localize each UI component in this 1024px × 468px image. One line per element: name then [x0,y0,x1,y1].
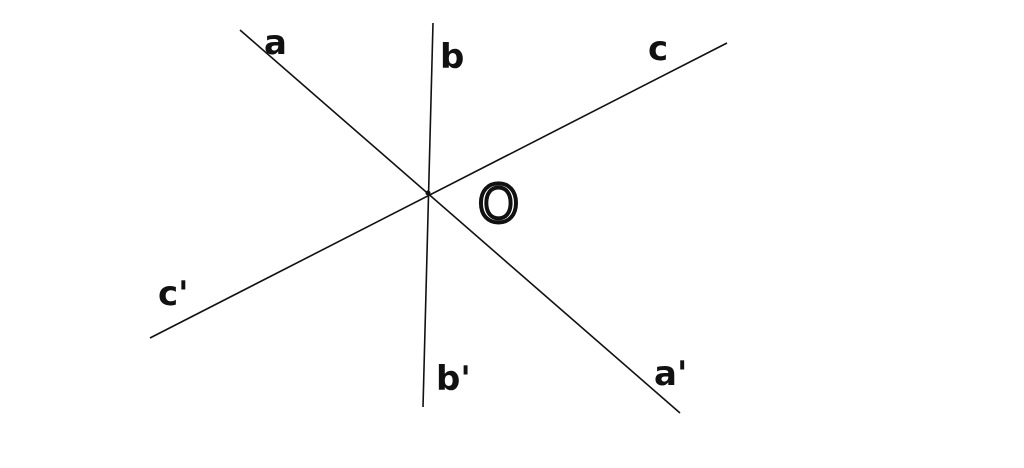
label-a: a [264,23,287,63]
label-point-o: O [478,175,519,235]
label-c: c [648,29,668,69]
label-c-prime: c' [158,274,189,314]
label-b-prime: b' [436,359,471,399]
line-b [422,22,434,408]
label-a-prime: a' [654,354,687,394]
label-b: b [440,37,464,77]
intersection-point [425,190,431,196]
line-a [239,29,681,414]
line-c [149,42,728,339]
